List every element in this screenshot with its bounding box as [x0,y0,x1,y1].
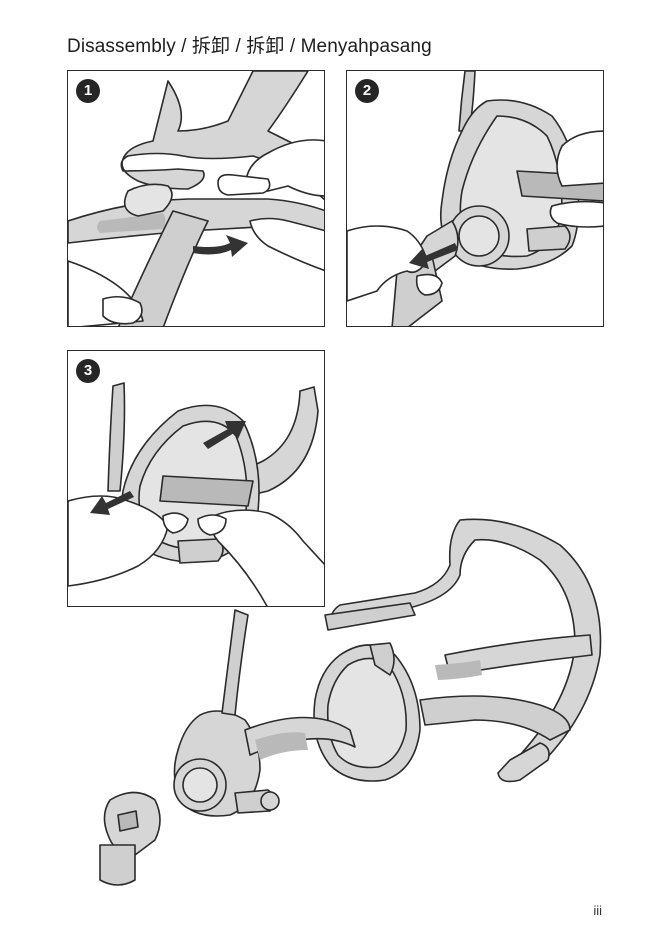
step-3-badge: 3 [76,359,100,383]
headgear [329,518,602,766]
step-2-panel: 2 [346,70,604,327]
step-1-arrow [193,235,248,257]
step-2-arrow [409,243,458,269]
step-3-arrow-down [90,491,134,515]
step-3-panel: 3 [67,350,325,607]
page-title: Disassembly / 拆卸 / 拆卸 / Menyahpasang [67,36,432,57]
exploded-assembly-illustration [70,515,610,905]
step-1-badge: 1 [76,79,100,103]
headgear-lower-strap-end [497,742,550,783]
page-number: iii [593,903,602,918]
step-1-panel: 1 [67,70,325,327]
step-2-badge: 2 [355,79,379,103]
step-3-arrow-up [203,421,246,449]
step-1-illustration [68,71,324,326]
step-2-illustration [347,71,603,326]
step-3-illustration [68,382,324,606]
